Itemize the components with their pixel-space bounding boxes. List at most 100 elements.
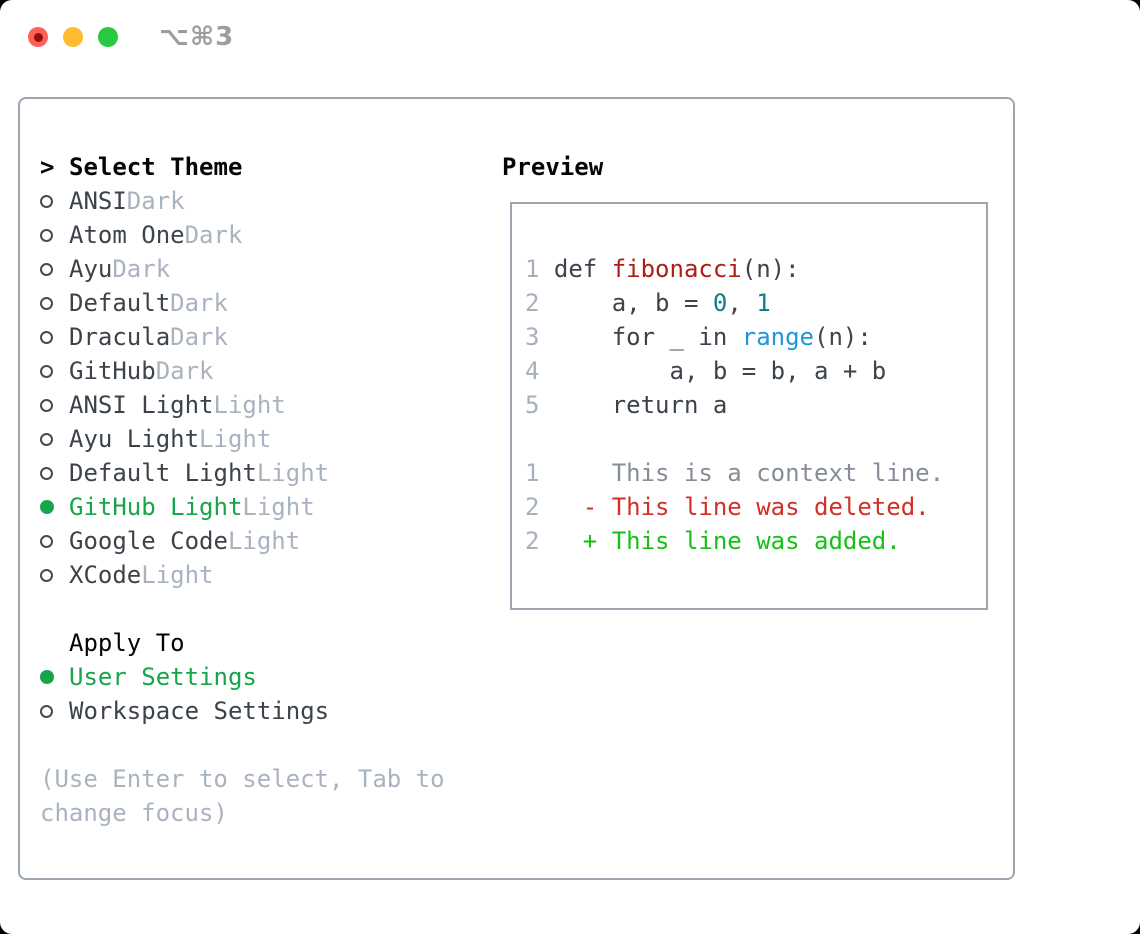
line-number: 2 [525, 289, 554, 317]
code-token-plain: a, b = [553, 289, 713, 317]
radio-selected-icon [40, 500, 54, 514]
theme-name: Atom One [69, 221, 185, 249]
code-token-added: + This line was added. [553, 527, 901, 555]
code-token-number: 0 [712, 289, 728, 317]
code-line: 3 for _ in range(n): [525, 320, 986, 354]
theme-option-dracula-dark[interactable]: Dracula Dark [40, 320, 445, 354]
radio-icon [40, 194, 53, 208]
apply-option-label: User Settings [69, 663, 257, 691]
theme-variant-tag: Light [256, 459, 330, 487]
code-token-plain: def [553, 255, 612, 283]
radio-icon [40, 432, 53, 446]
code-line: 2 a, b = 0, 1 [525, 286, 986, 320]
theme-name: ANSI Light [69, 391, 214, 419]
theme-name: XCode [69, 561, 142, 589]
theme-name: Default [69, 289, 171, 317]
preview-column: Preview 1 def fibonacci(n):2 a, b = 0, 1… [502, 150, 988, 610]
theme-variant-tag: Light [199, 425, 272, 453]
theme-option-ayu-dark[interactable]: Ayu Dark [40, 252, 445, 286]
code-token-plain: a, b = b, a + b [553, 357, 887, 385]
theme-option-google-code-light[interactable]: Google Code Light [40, 524, 445, 558]
code-token-plain: for _ in [553, 323, 742, 351]
code-token-plain: (n): [741, 255, 800, 283]
apply-to-header-row: Apply To [40, 626, 445, 660]
code-token-plain: return a [553, 391, 728, 419]
theme-variant-tag: Dark [184, 221, 243, 249]
code-line [525, 422, 986, 456]
titlebar: ⌥⌘3 [28, 22, 234, 52]
close-button[interactable] [28, 27, 48, 47]
radio-icon [40, 296, 53, 310]
apply-option-workspace-settings[interactable]: Workspace Settings [40, 694, 445, 728]
apply-option-label: Workspace Settings [69, 697, 330, 725]
theme-option-xcode-light[interactable]: XCode Light [40, 558, 445, 592]
theme-option-github-dark[interactable]: GitHub Dark [40, 354, 445, 388]
theme-option-default-light-light[interactable]: Default Light Light [40, 456, 445, 490]
radio-icon [40, 228, 53, 242]
theme-name: ANSI [69, 187, 127, 215]
apply-option-user-settings[interactable]: User Settings [40, 660, 445, 694]
theme-name: Google Code [69, 527, 228, 555]
code-line: 1 def fibonacci(n): [525, 252, 986, 286]
window-title-shortcut: ⌥⌘3 [159, 22, 235, 52]
hint-text-line-1: (Use Enter to select, Tab to [40, 765, 445, 793]
code-token-context: This is a context line. [553, 459, 945, 487]
unsaved-changes-dot-icon [33, 32, 43, 42]
code-line: 2 - This line was deleted. [525, 490, 986, 524]
code-token-deleted: - This line was deleted. [553, 493, 930, 521]
minimize-button[interactable] [63, 27, 83, 47]
code-token-number: 1 [756, 289, 771, 317]
theme-variant-tag: Light [242, 493, 315, 521]
code-token-plain: , [727, 289, 757, 317]
code-token-func: fibonacci [611, 255, 742, 283]
theme-variant-tag: Dark [155, 357, 214, 385]
theme-name: Ayu Light [69, 425, 200, 453]
radio-selected-icon [40, 670, 54, 684]
preview-header-row: Preview [502, 150, 988, 184]
radio-icon [40, 534, 53, 548]
theme-variant-tag: Dark [112, 255, 171, 283]
theme-option-ansi-dark[interactable]: ANSI Dark [40, 184, 445, 218]
theme-option-atom-one-dark[interactable]: Atom One Dark [40, 218, 445, 252]
line-number: 2 [525, 527, 554, 555]
code-token-builtin: range [741, 323, 814, 351]
theme-option-github-light-light[interactable]: GitHub Light Light [40, 490, 445, 524]
radio-icon [40, 398, 53, 412]
theme-variant-tag: Light [227, 527, 301, 555]
theme-variant-tag: Dark [170, 323, 228, 351]
radio-icon [40, 364, 53, 378]
theme-variant-tag: Dark [170, 289, 228, 317]
zoom-button[interactable] [98, 27, 118, 47]
radio-icon [40, 704, 53, 718]
hint-text-line-2: change focus) [40, 799, 228, 827]
code-line: 2 + This line was added. [525, 524, 986, 558]
code-line: 1 This is a context line. [525, 456, 986, 490]
apply-to-heading: Apply To [69, 629, 185, 657]
theme-variant-tag: Dark [126, 187, 185, 215]
code-line: 5 return a [525, 388, 986, 422]
theme-name: Dracula [69, 323, 171, 351]
line-number: 1 [525, 255, 554, 283]
theme-option-ansi-light-light[interactable]: ANSI Light Light [40, 388, 445, 422]
theme-option-ayu-light-light[interactable]: Ayu Light Light [40, 422, 445, 456]
radio-icon [40, 466, 53, 480]
theme-name: GitHub [69, 357, 156, 385]
theme-name: GitHub Light [69, 493, 243, 521]
line-number: 1 [525, 459, 554, 487]
theme-name: Default Light [69, 459, 257, 487]
select-theme-header-row: > Select Theme [40, 150, 445, 184]
line-number: 2 [525, 493, 554, 521]
radio-icon [40, 330, 53, 344]
theme-option-default-dark[interactable]: Default Dark [40, 286, 445, 320]
code-token-plain: (n): [814, 323, 872, 351]
radio-icon [40, 568, 53, 582]
theme-variant-tag: Light [141, 561, 214, 589]
spacer [40, 592, 445, 626]
spacer [40, 728, 445, 762]
